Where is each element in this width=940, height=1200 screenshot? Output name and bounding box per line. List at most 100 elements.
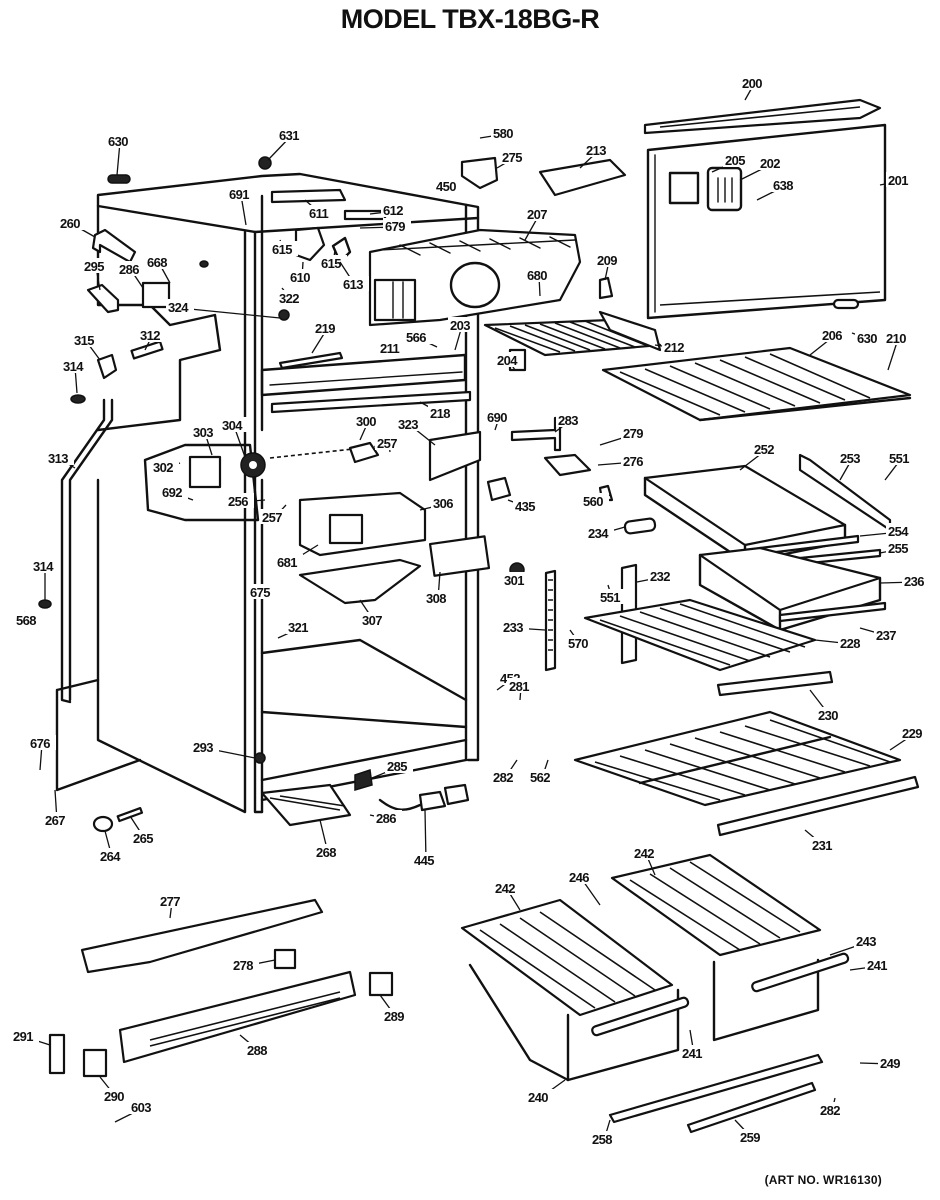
freezer-controls: [270, 188, 387, 264]
label-background: [58, 215, 86, 230]
label-background: [220, 417, 248, 432]
label-background: [424, 590, 452, 605]
label-background: [758, 155, 786, 170]
hinge-275: [460, 156, 499, 190]
part-label-679: 679: [385, 219, 405, 234]
part-label-676: 676: [30, 736, 50, 751]
part-label-264: 264: [100, 849, 121, 864]
part-label-289: 289: [384, 1009, 404, 1024]
label-background: [598, 589, 626, 604]
part-label-218: 218: [430, 406, 450, 421]
part-label-277: 277: [160, 894, 180, 909]
part-label-610: 610: [290, 270, 310, 285]
label-background: [595, 252, 623, 267]
crisper-drawer-right: [610, 853, 850, 1042]
label-background: [528, 769, 556, 784]
part-label-435: 435: [515, 499, 535, 514]
label-background: [260, 509, 288, 524]
label-background: [382, 1008, 410, 1023]
label-background: [72, 332, 100, 347]
label-background: [270, 241, 298, 256]
label-background: [226, 493, 254, 508]
part-label-213: 213: [586, 143, 606, 158]
part-label-278: 278: [233, 958, 253, 973]
part-label-304: 304: [222, 418, 243, 433]
label-background: [314, 844, 342, 859]
crisper-drawer-left: [460, 898, 690, 1082]
part-label-249: 249: [880, 1056, 900, 1071]
part-label-291: 291: [13, 1029, 33, 1044]
part-label-307: 307: [362, 613, 382, 628]
damper-306: [298, 491, 427, 557]
label-background: [307, 205, 335, 220]
label-background: [507, 678, 535, 693]
label-background: [886, 540, 914, 555]
part-label-690: 690: [487, 410, 507, 425]
part-435: [486, 476, 512, 502]
grille-288: [118, 970, 357, 1064]
part-label-201: 201: [888, 173, 908, 188]
part-label-293: 293: [193, 740, 213, 755]
label-background: [500, 149, 528, 164]
part-label-246: 246: [569, 870, 589, 885]
label-background: [191, 739, 219, 754]
rail-258: [608, 1053, 824, 1124]
label-background: [740, 75, 768, 90]
evaporator-housing: [368, 228, 582, 327]
part-label-236: 236: [904, 574, 924, 589]
label-background: [245, 1042, 273, 1057]
label-background: [98, 848, 126, 863]
part-label-234: 234: [588, 526, 609, 541]
label-background: [902, 573, 930, 588]
label-background: [28, 735, 56, 750]
part-label-279: 279: [623, 426, 643, 441]
label-background: [810, 837, 838, 852]
part-label-692: 692: [162, 485, 182, 500]
label-background: [621, 425, 649, 440]
leader-line-324: [179, 307, 281, 319]
label-background: [581, 493, 609, 508]
cabinet-shell: [55, 172, 480, 814]
part-label-210: 210: [886, 331, 906, 346]
label-background: [586, 525, 614, 540]
label-background: [227, 186, 255, 201]
label-background: [855, 330, 883, 345]
part-label-286: 286: [119, 262, 139, 277]
label-background: [865, 957, 893, 972]
part-label-241: 241: [682, 1046, 702, 1061]
part-label-281: 281: [509, 679, 529, 694]
label-background: [11, 1028, 39, 1043]
label-background: [526, 1089, 554, 1104]
part-label-568: 568: [16, 613, 36, 628]
part-label-288: 288: [247, 1043, 267, 1058]
trim-230: [716, 670, 834, 697]
part-label-562: 562: [530, 770, 550, 785]
label-background: [404, 329, 432, 344]
label-background: [434, 178, 462, 193]
drain-tray-307: [298, 558, 422, 605]
part-label-290: 290: [104, 1089, 124, 1104]
label-background: [566, 635, 594, 650]
part-label-232: 232: [650, 569, 670, 584]
freezer-shelf-212: [483, 310, 662, 357]
part-label-300: 300: [356, 414, 376, 429]
label-background: [286, 619, 314, 634]
part-label-691: 691: [229, 187, 249, 202]
label-background: [319, 255, 347, 270]
tube-313: [60, 398, 106, 704]
label-background: [874, 627, 902, 642]
part-label-314: 314: [33, 559, 54, 574]
label-background: [277, 290, 305, 305]
part-289: [368, 971, 394, 997]
part-label-204: 204: [497, 353, 518, 368]
label-background: [396, 416, 424, 431]
part-label-275: 275: [502, 150, 522, 165]
part-label-231: 231: [812, 838, 832, 853]
part-label-313: 313: [48, 451, 68, 466]
part-label-207: 207: [527, 207, 547, 222]
shelf-229: [573, 710, 902, 807]
label-background: [738, 1129, 766, 1144]
label-background: [525, 206, 553, 221]
